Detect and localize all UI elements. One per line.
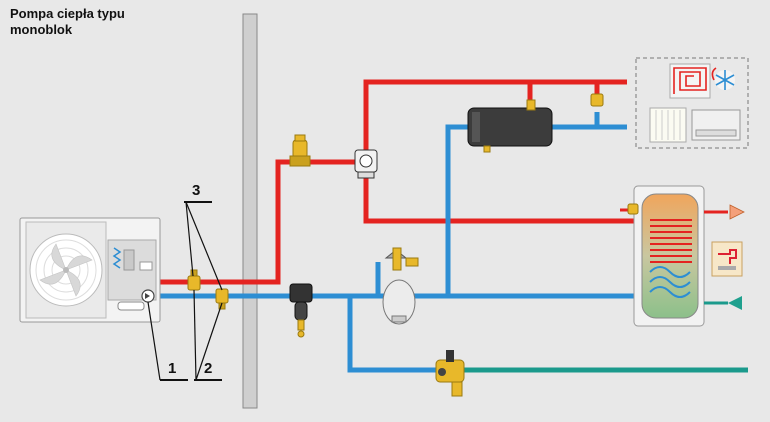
wall: [242, 13, 258, 409]
label-2-leader-b: [195, 302, 223, 381]
label-2-leader-a: [193, 289, 197, 381]
valve-return-small-icon: [215, 288, 229, 310]
return-pipe-buffer: [445, 124, 470, 296]
emitters-valve-icon: [590, 93, 604, 107]
cold-water-arrow-icon: [728, 296, 742, 310]
page-title: Pompa ciepła typu monoblok: [10, 6, 125, 37]
supply-pipe-dhw: [363, 200, 640, 224]
magnetic-filter-icon: [289, 283, 313, 338]
dhw-cylinder-icon: [627, 185, 705, 327]
label-1: 1: [168, 360, 177, 377]
dirt-separator-icon: [289, 134, 311, 167]
supply-pipe-main: [363, 79, 627, 222]
cooling-snowflake-icon: [711, 67, 735, 90]
buffer-tank-icon: [467, 99, 553, 153]
heat-pump-fan-icon: [29, 233, 103, 307]
label-3-leader-b: [185, 201, 223, 291]
label-2: 2: [204, 360, 213, 377]
hot-water-arrow-icon: [729, 204, 745, 220]
radiator-icon: [649, 107, 687, 143]
pump-icon: [354, 149, 378, 179]
emitters-box: [635, 57, 749, 149]
return-pipe-filling: [347, 296, 440, 373]
label-1-leader: [147, 301, 161, 381]
expansion-vessel-icon: [382, 247, 419, 325]
fan-coil-icon: [691, 109, 741, 141]
heat-pump-unit: [19, 217, 161, 323]
label-3: 3: [192, 182, 201, 199]
floor-heating-icon: [669, 63, 711, 99]
valve-supply-small-icon: [187, 269, 201, 291]
filling-valve-icon: [435, 350, 465, 397]
hot-water-tap-icon: [711, 241, 743, 277]
label-3-leader-a: [185, 201, 194, 277]
